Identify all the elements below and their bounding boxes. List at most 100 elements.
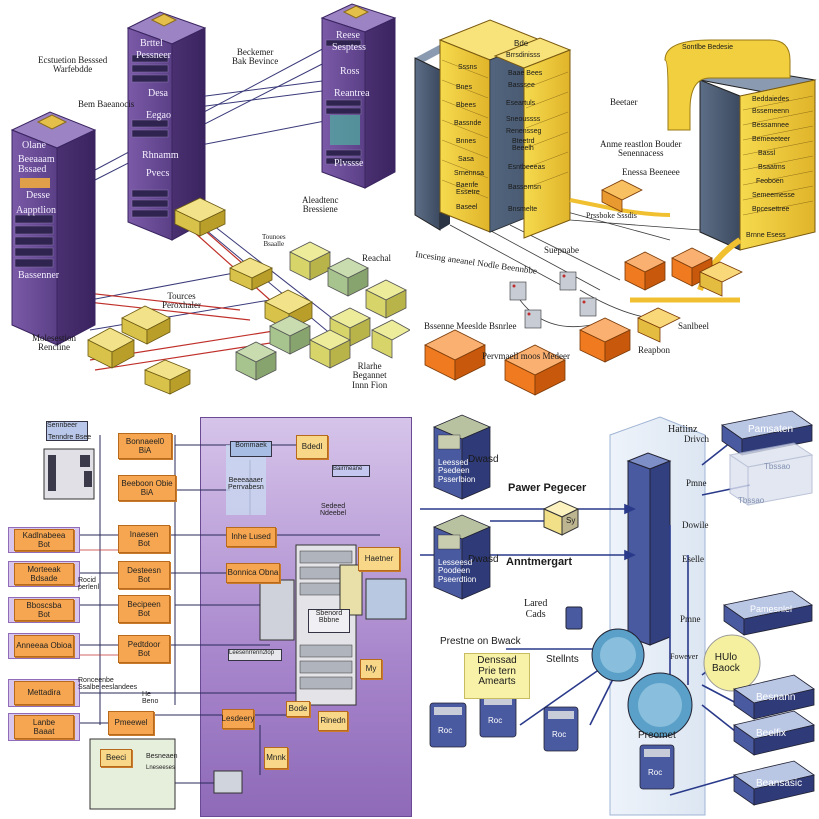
tower-left-label-3: Bssaed bbox=[18, 164, 47, 175]
mid-node-7[interactable]: Pmeewel bbox=[108, 711, 154, 735]
right-node-13[interactable]: Bode bbox=[286, 701, 310, 717]
net-label-roc-4: Roc bbox=[648, 768, 663, 777]
net-label-beelifix: Beelfix bbox=[756, 728, 787, 739]
rack-center-label-7: Renensseg bbox=[506, 128, 542, 135]
net-label-tbsssia: Tbssao bbox=[764, 462, 791, 471]
tower-right-label-1: Reese bbox=[336, 30, 360, 41]
dc-annotation-5: Prssboke Sssdis bbox=[586, 211, 637, 220]
net-label-densad: Denssad Prie tern Amearts bbox=[464, 653, 530, 699]
net-label-dwasd-1: Dwasd bbox=[468, 454, 499, 465]
net-label-drivch: Drivch bbox=[684, 434, 709, 444]
rack-right-label-3: Bessamnee bbox=[752, 122, 789, 129]
annotation-tounoes: Tounoes Bsaalle bbox=[262, 233, 286, 249]
left-node-5[interactable]: Mettadira bbox=[14, 681, 74, 705]
mid-node-3[interactable]: Inaesen Bot bbox=[118, 525, 170, 553]
annotation-aleadtenc: Aleadtenc Bressiene bbox=[302, 195, 339, 215]
net-label-pamsaten: Pamsaten bbox=[748, 424, 794, 435]
top-left-sub: Tenndre Bsee bbox=[48, 434, 92, 441]
left-node-1[interactable]: Kadlnabeea Bot bbox=[14, 529, 74, 551]
rack-center2-label-7: Srnennsa bbox=[454, 170, 484, 177]
rack-center2-label-4: Bassnde bbox=[454, 120, 482, 127]
mid-node-1[interactable]: Bonnaeel0 BiA bbox=[118, 433, 172, 459]
right-node-2[interactable]: Bdedl bbox=[296, 435, 328, 459]
mid-node-5[interactable]: Becipeen Bot bbox=[118, 595, 170, 623]
rack-center-label-4: Basssee bbox=[508, 82, 535, 89]
tower-mid-label-1: Brttel bbox=[140, 38, 163, 49]
annotation-bem: Bem Baeanocis bbox=[78, 99, 135, 109]
net-label-preomet: Preomet bbox=[638, 730, 676, 741]
net-label-hulo: HUlo Baock bbox=[712, 652, 740, 674]
net-label-pmm: Pmne bbox=[686, 478, 707, 488]
rack-center2-label-8: Baenfe Essetre bbox=[456, 182, 480, 197]
misc-label-4[interactable]: Beeci bbox=[100, 749, 132, 767]
dc-annotation-3: Anme reastlon Bouder Senennacess bbox=[600, 139, 682, 159]
left-node-3[interactable]: Bboscsba Bot bbox=[14, 599, 74, 621]
rack-center-label-1: Bde bbox=[514, 39, 529, 48]
net-label-leeessed: Leessed Psedeen Psserlbion bbox=[438, 458, 476, 484]
tower-mid-label-2: Pessneer bbox=[136, 50, 171, 61]
rack-right-label-10: Brnne Esess bbox=[746, 232, 786, 239]
left-node-6[interactable]: Lanbe Baaat bbox=[14, 715, 74, 739]
dc-annotation-8: Bssenne Meeslde Bsnrlee bbox=[424, 321, 517, 331]
rack-center2-label-2: Bnes bbox=[456, 84, 472, 91]
right-node-7[interactable]: Bonnica Obna bbox=[226, 563, 280, 583]
net-label-eseelle: Eselle bbox=[682, 554, 704, 564]
net-label-leeessed-2: Lesseesd Poodeen Pseerdtion bbox=[438, 558, 477, 584]
mid-node-4[interactable]: Desteesn Bot bbox=[118, 561, 170, 589]
net-label-roc-1: Roc bbox=[438, 726, 453, 735]
right-node-6[interactable]: Inhe Lused bbox=[226, 527, 276, 547]
dc-annotation-6: Suepnabe bbox=[544, 245, 579, 255]
left-node-2[interactable]: Morteeak Bdsade bbox=[14, 563, 74, 585]
right-node-3: Bairrneane bbox=[332, 465, 370, 477]
tower-right-label-5: Plvssse bbox=[334, 158, 364, 169]
net-label-roc-2: Roc bbox=[488, 716, 503, 725]
data-center-graphic bbox=[414, 19, 817, 396]
annotation-beckemer: Beckemer Bak Bevince bbox=[232, 47, 279, 67]
rack-center-label-9: Esntbeeeas bbox=[508, 164, 545, 171]
right-node-14[interactable]: Rinedn bbox=[318, 711, 348, 731]
right-node-8[interactable]: Haetner bbox=[358, 547, 400, 571]
dc-annotation-2: Beetaer bbox=[610, 97, 638, 107]
misc-label-1: Rocid perlenl bbox=[78, 577, 100, 591]
rack-right-label-6: Bsaatms bbox=[758, 164, 786, 171]
right-node-10: Leesenrrenn2lop bbox=[228, 649, 282, 661]
net-label-fowever: Fowever bbox=[670, 652, 698, 661]
rack-center-label-8: Bteetrd Beeelh bbox=[512, 138, 535, 153]
tower-left-label-2: Beeaaam bbox=[18, 154, 55, 165]
rack-center-label-2: Brrsdinisss bbox=[506, 52, 541, 59]
panel-server-towers: Olane Beeaaam Bssaed Desse Aapptlion Bas… bbox=[0, 0, 410, 405]
rack-center2-label-3: Bbees bbox=[456, 102, 476, 109]
mid-node-6[interactable]: Pedtdoor Bot bbox=[118, 635, 170, 663]
rack-center-label-3: Baae Bees bbox=[508, 70, 543, 77]
mid-node-2[interactable]: Beeboon Obie BiA bbox=[118, 475, 176, 501]
left-node-4[interactable]: Anneeaa Obioa bbox=[14, 635, 74, 657]
dc-annotation-1: Sontlbe Bedesie bbox=[682, 44, 733, 51]
net-label-pamesnlel: Pamesnlel bbox=[750, 604, 793, 614]
right-node-11[interactable]: My bbox=[360, 659, 382, 679]
top-left-box: Sennbeer bbox=[46, 421, 88, 441]
rack-right-label-4: Bemeeeteer bbox=[752, 136, 791, 143]
tower-right-label-4: Reantrea bbox=[334, 88, 370, 99]
net-label-tsseeesse: Tbssao bbox=[738, 496, 765, 505]
rack-center-label-6: Sneoussss bbox=[506, 116, 541, 123]
annotation-rlarhe: Rlarhe Begannet Innn Fion bbox=[352, 361, 388, 390]
rack-right-label-9: Bpcesettree bbox=[752, 206, 790, 213]
net-label-beansasic: Beansasic bbox=[756, 778, 803, 789]
right-node-12[interactable]: Lesdeery bbox=[222, 709, 254, 729]
rack-right-label-1: Beddaiedes bbox=[752, 96, 789, 103]
right-node-1[interactable]: Bommaek bbox=[230, 441, 272, 457]
tower-mid-label-4: Eegao bbox=[146, 110, 171, 121]
annotation-tources: Tources Peroxhaler bbox=[162, 291, 201, 311]
tower-mid-label-6: Pvecs bbox=[146, 168, 170, 179]
annotation-execution: Ecstuetion Besssed Warfebdde bbox=[38, 55, 108, 75]
net-label-prestne: Prestne on Bwack bbox=[440, 636, 521, 647]
tower-left-label-1: Olane bbox=[22, 140, 46, 151]
dc-annotation-9: Pervmaell moos Medeer bbox=[482, 351, 570, 361]
rack-center-label-5: Eseartuls bbox=[506, 100, 536, 107]
misc-label-2: Ronceenbe Ssalbe eeslandees bbox=[78, 677, 138, 691]
top-left-box-label: Sennbeer bbox=[47, 422, 78, 429]
rack-right-label-7: Feoboen bbox=[756, 178, 784, 185]
tower-right-label-2: Sesptess bbox=[332, 42, 366, 53]
rack-right-label-8: Semeemesse bbox=[752, 192, 795, 199]
right-node-15[interactable]: Mnnk bbox=[264, 747, 288, 769]
